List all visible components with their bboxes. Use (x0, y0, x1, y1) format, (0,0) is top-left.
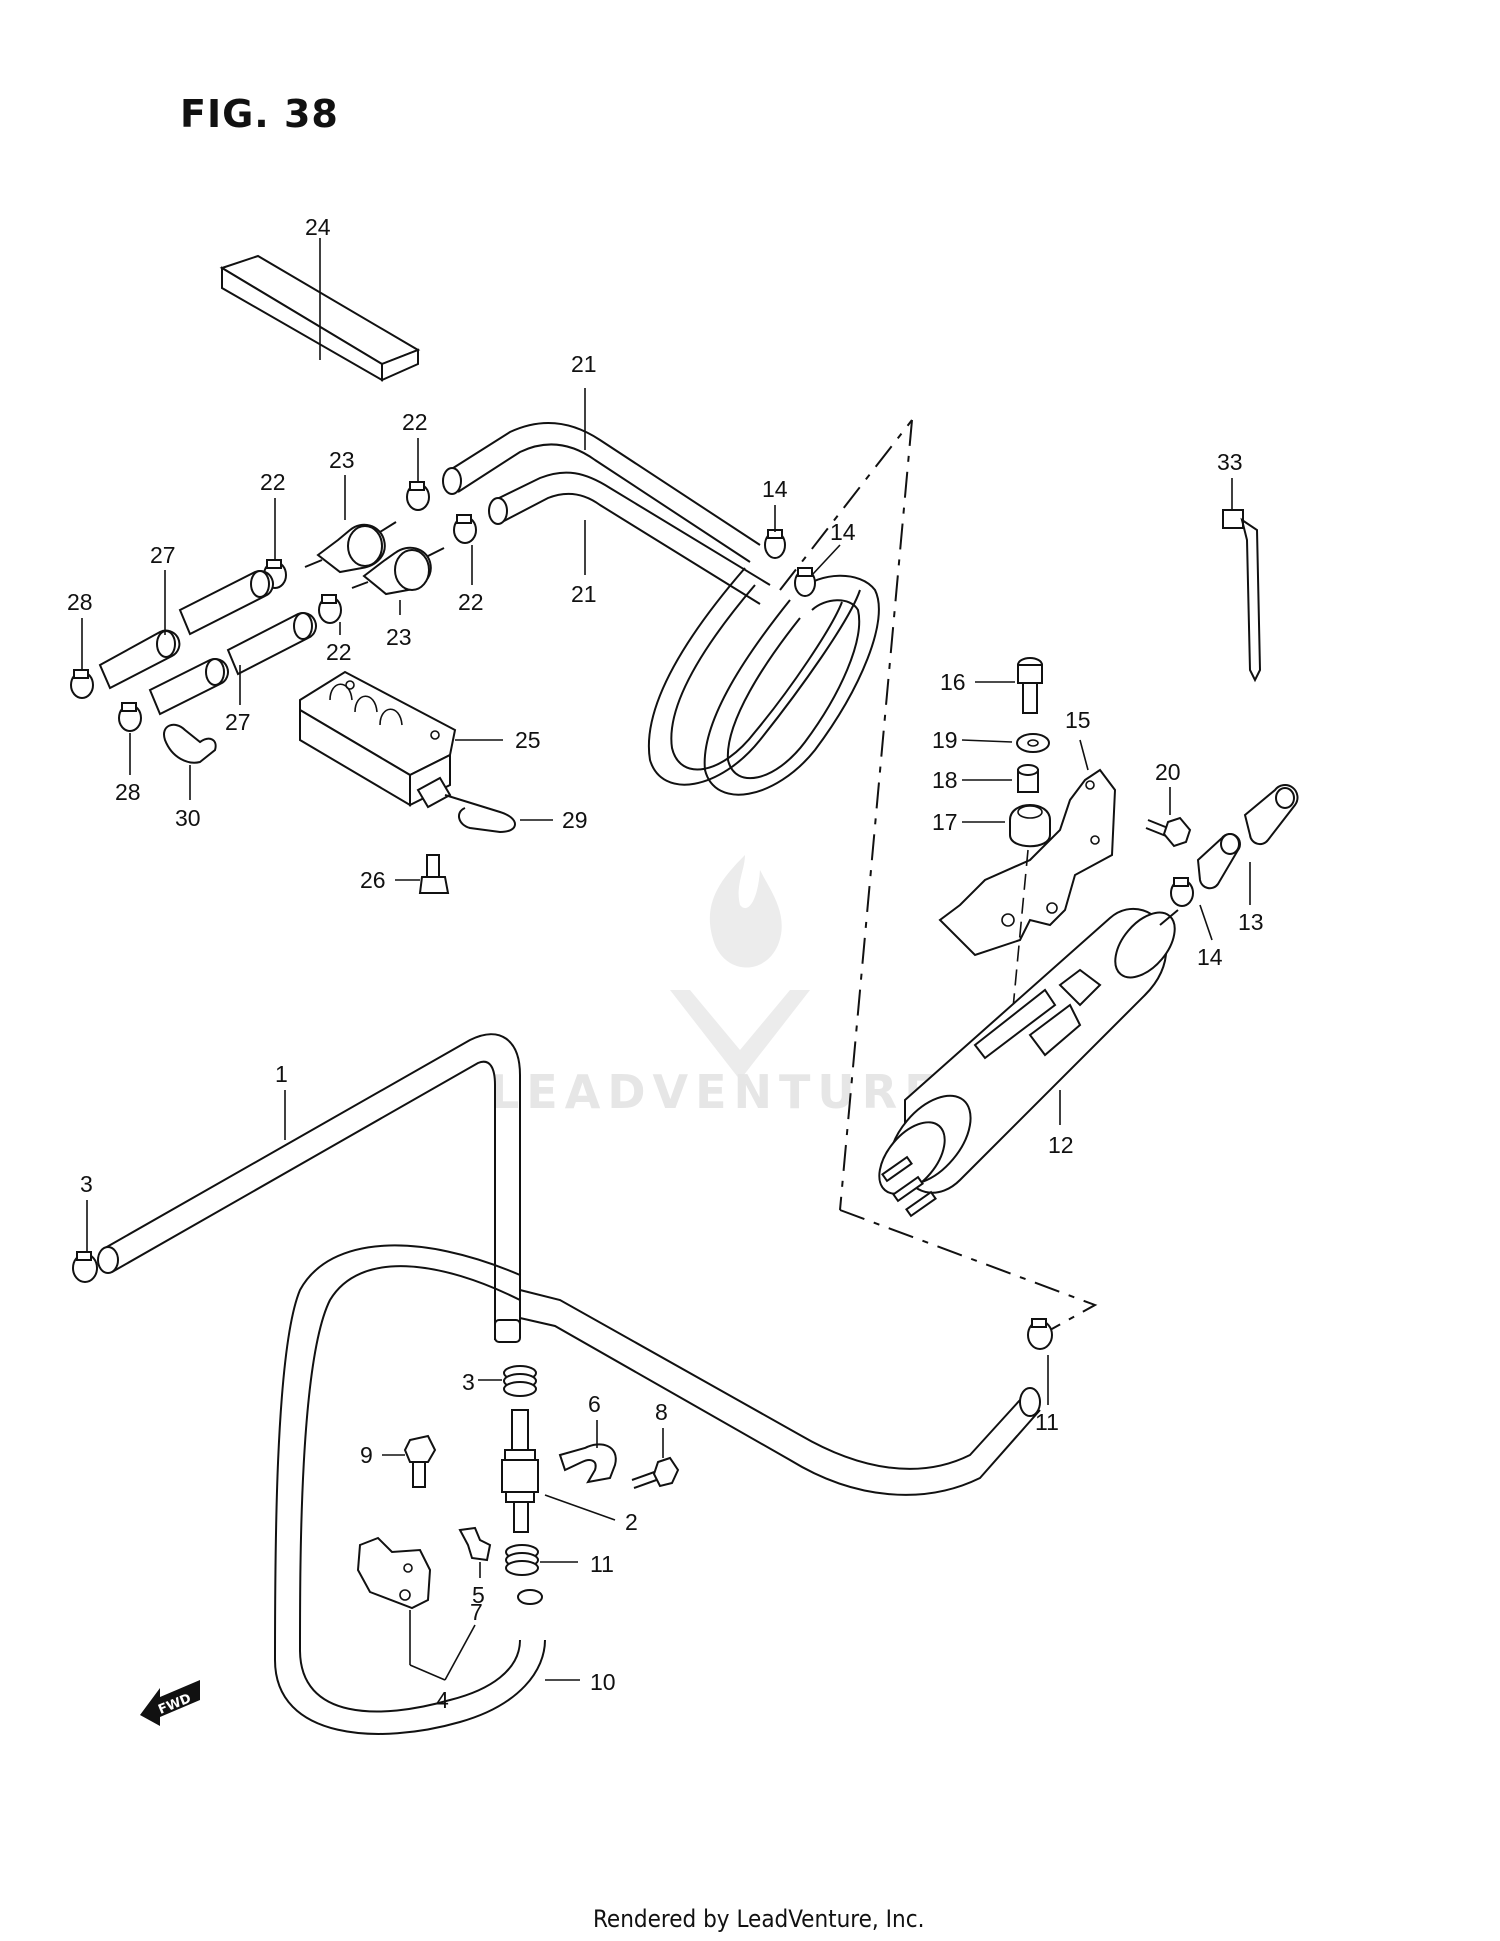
callout-10: 10 (590, 1669, 616, 1695)
callout-14a: 14 (762, 476, 788, 502)
callout-6: 6 (588, 1391, 601, 1417)
part-23-filter-b[interactable] (351, 546, 445, 596)
callout-11b: 11 (1035, 1409, 1059, 1435)
leadventure-watermark: LEADVENTURE (490, 855, 943, 1119)
callout-29: 29 (562, 807, 588, 833)
callout-18: 18 (932, 767, 958, 793)
part-1-fuel-hose[interactable] (97, 1033, 1041, 1735)
part-14-clip-a[interactable] (764, 529, 786, 559)
callout-21b: 21 (571, 581, 597, 607)
callout-22b: 22 (458, 589, 484, 615)
callout-26: 26 (360, 867, 386, 893)
part-33-tie-strap[interactable] (1222, 509, 1262, 683)
leader-14b (811, 544, 841, 576)
callout-22d: 22 (326, 639, 352, 665)
callout-33: 33 (1217, 449, 1243, 475)
part-18-collar[interactable] (1017, 764, 1039, 793)
credit-text: Rendered by LeadVenture, Inc. (593, 1905, 924, 1933)
callout-20: 20 (1155, 759, 1181, 785)
callout-25: 25 (515, 727, 541, 753)
part-25-bracket[interactable] (299, 670, 457, 807)
leader-4-join (409, 1664, 446, 1681)
fwd-arrow-icon: FWD (140, 1680, 200, 1726)
leader-2 (544, 1494, 616, 1521)
callout-22c: 22 (260, 469, 286, 495)
part-3-clip-a[interactable] (72, 1251, 98, 1283)
inset-frame-bottom (839, 1209, 1098, 1331)
part-12-fuel-pump[interactable] (867, 902, 1187, 1218)
part-16-bolt[interactable] (1017, 657, 1043, 714)
callout-4: 4 (436, 1687, 449, 1713)
part-22-clip-d[interactable] (318, 594, 342, 624)
part-14-clip-c[interactable] (1170, 877, 1194, 907)
inset-frame-left (839, 419, 913, 1211)
callout-5: 5 (472, 1582, 485, 1608)
callout-24: 24 (305, 214, 331, 240)
figure-title: FIG. 38 (180, 92, 339, 136)
leader-15 (1079, 739, 1089, 771)
callout-1: 1 (275, 1061, 288, 1087)
part-14-clip-b[interactable] (794, 567, 816, 597)
callout-15: 15 (1065, 707, 1091, 733)
part-9-bolt[interactable] (403, 1434, 437, 1488)
part-22-clip-a[interactable] (406, 481, 430, 511)
callout-27b: 27 (225, 709, 251, 735)
leader-7 (444, 1624, 476, 1681)
callout-23a: 23 (329, 447, 355, 473)
callout-28a: 28 (67, 589, 93, 615)
callout-16: 16 (940, 669, 966, 695)
part-10-hose[interactable] (517, 1589, 543, 1605)
part-5-clip[interactable] (458, 1526, 492, 1562)
part-30-clip[interactable] (163, 723, 217, 764)
callout-30: 30 (175, 805, 201, 831)
callout-21a: 21 (571, 351, 597, 377)
part-28-clip-a[interactable] (70, 669, 94, 699)
leader-19 (961, 739, 1013, 743)
part-11-clip-b[interactable] (1027, 1318, 1053, 1350)
part-13-hose[interactable] (1196, 784, 1299, 890)
callout-7: 7 (470, 1599, 483, 1625)
callout-9: 9 (360, 1442, 373, 1468)
callout-12: 12 (1048, 1132, 1074, 1158)
callout-17: 17 (932, 809, 958, 835)
inset-frame-top (779, 419, 913, 591)
callout-3b: 3 (462, 1369, 475, 1395)
part-27-hose-a[interactable] (178, 570, 274, 636)
part-4-holder[interactable] (356, 1536, 432, 1610)
part-29-tie[interactable] (416, 776, 516, 834)
part-17-grommet[interactable] (1009, 804, 1051, 848)
part-19-washer[interactable] (1016, 733, 1050, 753)
part-6-clamp[interactable] (558, 1443, 617, 1484)
part-27-hose-c[interactable] (226, 612, 317, 676)
part-3-clip-b[interactable] (503, 1365, 537, 1397)
watermark-text: LEADVENTURE (490, 1065, 943, 1119)
part-27-hose-d[interactable] (148, 658, 229, 716)
callout-28b: 28 (115, 779, 141, 805)
callout-11a: 11 (590, 1551, 614, 1577)
part-28-clip-b[interactable] (118, 702, 142, 732)
part-21-fuel-hoses[interactable] (442, 422, 880, 796)
part-26-bolt[interactable] (418, 854, 450, 894)
callout-13: 13 (1238, 909, 1264, 935)
part-20-bolt[interactable] (1145, 816, 1192, 848)
callout-8: 8 (655, 1399, 668, 1425)
part-2-fuel-filter[interactable] (501, 1409, 539, 1533)
callout-19: 19 (932, 727, 958, 753)
callout-14b: 14 (830, 519, 856, 545)
callout-3a: 3 (80, 1171, 93, 1197)
part-22-clip-b[interactable] (453, 514, 477, 544)
part-27-hose-b[interactable] (98, 629, 181, 690)
callout-23b: 23 (386, 624, 412, 650)
leader-14c (1199, 904, 1213, 941)
part-11-clip-a[interactable] (505, 1544, 539, 1576)
part-8-bolt[interactable] (631, 1456, 680, 1489)
callout-2: 2 (625, 1509, 638, 1535)
callout-22a: 22 (402, 409, 428, 435)
part-23-filter-a[interactable] (304, 521, 397, 574)
callout-27a: 27 (150, 542, 176, 568)
callout-14c: 14 (1197, 944, 1223, 970)
